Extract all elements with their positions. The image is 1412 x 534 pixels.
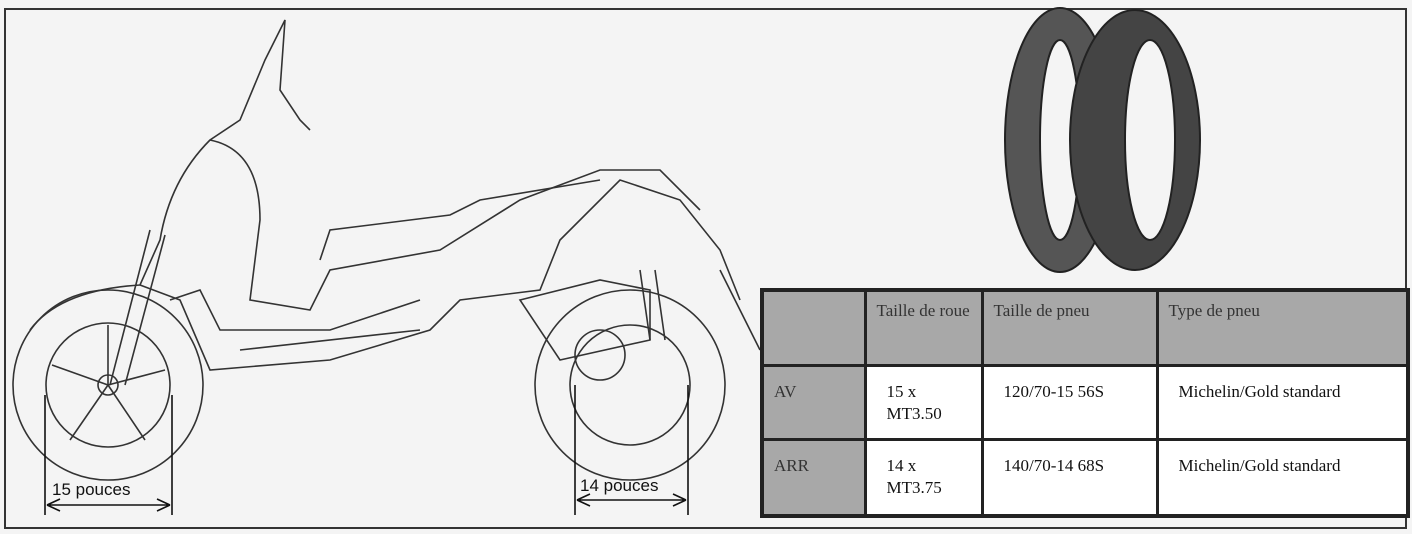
rear-wheel [534,289,726,481]
tire-size-cell: 140/70-14 68S [980,437,1159,518]
tire-type-cell: Michelin/Gold standard [1155,363,1410,441]
table-header-row: Taille de roue Taille de pneu Type de pn… [760,288,1410,367]
scooter-body [29,19,761,386]
front-wheel-size-label: 15 pouces [52,480,131,499]
dimension-front [44,395,173,515]
table-row: ARR 14 x MT3.75 140/70-14 68S Michelin/G… [760,437,1410,518]
figure-border [4,8,1407,529]
tires-photo [1004,7,1201,273]
header-tire-size: Taille de pneu [980,288,1159,367]
tire-spec-table: Taille de roue Taille de pneu Type de pn… [760,288,1410,518]
header-wheel-size: Taille de roue [863,288,984,367]
row-label: ARR [760,437,867,518]
rear-wheel-size-label: 14 pouces [580,476,659,495]
tire-type-cell: Michelin/Gold standard [1155,437,1410,518]
table-row: AV 15 x MT3.50 120/70-15 56S Michelin/Go… [760,363,1410,441]
tire-size-cell: 120/70-15 56S [980,363,1159,441]
wheel-size-cell: 14 x MT3.75 [863,437,984,518]
front-wheel [12,289,204,481]
header-cell-empty [760,288,867,367]
header-tire-type: Type de pneu [1155,288,1410,367]
wheel-size-cell: 15 x MT3.50 [863,363,984,441]
row-label: AV [760,363,867,441]
dimension-rear [574,385,689,515]
